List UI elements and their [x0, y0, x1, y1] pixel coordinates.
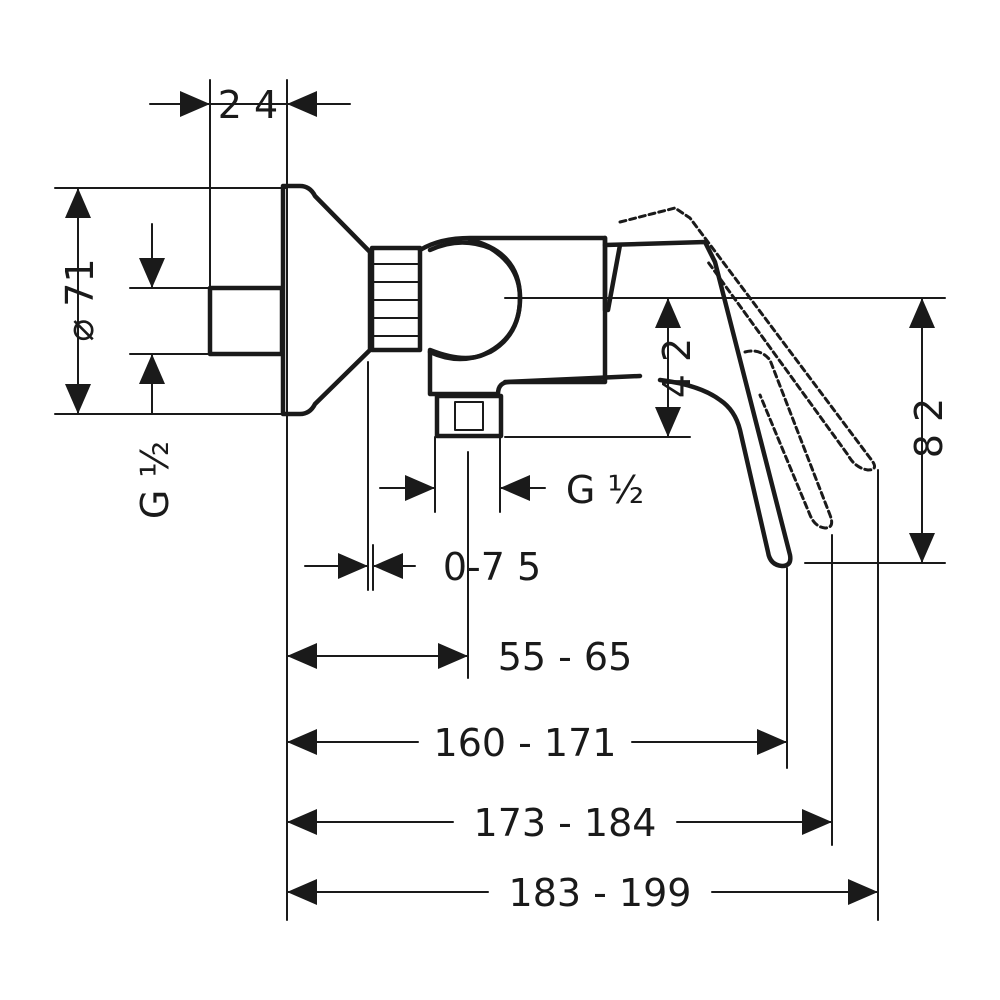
- label-projection-mid: 173 - 184: [474, 801, 657, 845]
- label-inlet-spacing: 55 - 65: [498, 635, 633, 679]
- label-outlet-thread: G ½: [566, 468, 644, 512]
- lever-solid: [602, 239, 793, 569]
- label-projection-up: 183 - 199: [509, 871, 692, 915]
- label-projection-down: 160 - 171: [434, 721, 617, 765]
- dimension-arrows: [65, 91, 935, 905]
- extension-lines: [54, 79, 946, 921]
- label-body-height-offset: 4 2: [655, 338, 699, 398]
- mixer-body: [207, 183, 643, 439]
- label-wall-offset: 0-7 5: [443, 545, 541, 589]
- dimension-labels: 2 4 ⌀ 71 G ½ G ½ 4 2 8 2 0-7 5 55 - 65 1…: [58, 83, 951, 915]
- label-flange-diameter: ⌀ 71: [58, 258, 102, 341]
- label-inlet-thread: G ½: [133, 441, 177, 519]
- lever-dashed: [618, 206, 876, 530]
- label-lever-height: 8 2: [907, 398, 951, 458]
- label-flange-depth: 2 4: [218, 83, 278, 127]
